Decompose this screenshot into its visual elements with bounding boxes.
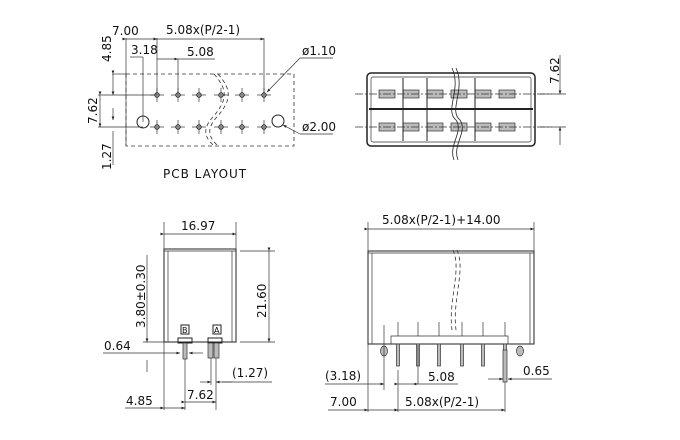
dim-7-00: 7.00 <box>330 395 357 409</box>
pin-hole <box>175 124 181 130</box>
pin-b <box>182 342 188 360</box>
dim-4-85: 4.85 <box>100 35 114 62</box>
dim-0-64: 0.64 <box>104 339 131 353</box>
dim-total: 5.08x(P/2-1)+14.00 <box>382 213 500 227</box>
dim-pitch-total: 5.08x(P/2-1) <box>405 395 479 409</box>
dim-3-18: (3.18) <box>325 369 361 383</box>
pin <box>437 343 441 367</box>
pin-hole <box>154 124 160 130</box>
pin-hole <box>196 92 202 98</box>
dim-7-62: 7.62 <box>548 57 562 84</box>
pin <box>481 343 485 367</box>
dim-1-27: 1.27 <box>100 143 114 170</box>
pin <box>460 343 464 367</box>
dim-0-65: 0.65 <box>523 364 550 378</box>
dim-1-27: (1.27) <box>232 366 268 380</box>
dim-height: 21.60 <box>255 284 269 318</box>
dim-pin-length: 3.80±0.30 <box>134 265 148 329</box>
pin-hole <box>239 92 245 98</box>
dim-4-85: 4.85 <box>126 394 153 408</box>
pin-hole <box>196 124 202 130</box>
label-a: A <box>214 326 220 335</box>
pcb-outline <box>125 73 295 147</box>
label-b: B <box>182 326 188 335</box>
dim-7-62: 7.62 <box>86 97 100 124</box>
dim-5-08: 5.08 <box>187 45 214 59</box>
front-view: 5.08x(P/2-1)+14.00 (3.18) 5.08 0.65 7.00… <box>325 213 552 412</box>
pin-a <box>207 342 214 359</box>
dim-7-00: 7.00 <box>112 24 139 38</box>
pcb-pin-holes <box>150 88 271 134</box>
mount-hole-right <box>271 114 285 128</box>
dim-7-62: 7.62 <box>187 388 214 402</box>
dim-3-18: 3.18 <box>131 43 158 57</box>
dim-pitch-total: 5.08x(P/2-1) <box>166 23 240 37</box>
pin-hole <box>239 124 245 130</box>
dim-hole-small: ø1.10 <box>302 44 336 58</box>
pin-hole <box>218 124 224 130</box>
pcb-layout-view: 7.00 5.08x(P/2-1) 3.18 5.08 ø1.10 ø2.00 … <box>86 23 336 181</box>
break-line <box>205 73 225 147</box>
pcb-layout-title: PCB LAYOUT <box>163 167 247 181</box>
dim-hole-large: ø2.00 <box>302 120 336 134</box>
top-view: 7.62 <box>355 55 566 161</box>
side-view: 16.97 21.60 3.80±0.30 B A 0.64 (1.27) 7.… <box>103 219 275 410</box>
dim-width: 16.97 <box>181 219 215 233</box>
peg-right <box>516 345 524 357</box>
pin <box>396 343 400 367</box>
pin-hole <box>218 92 224 98</box>
pin-hole <box>261 124 267 130</box>
dim-5-08: 5.08 <box>428 370 455 384</box>
